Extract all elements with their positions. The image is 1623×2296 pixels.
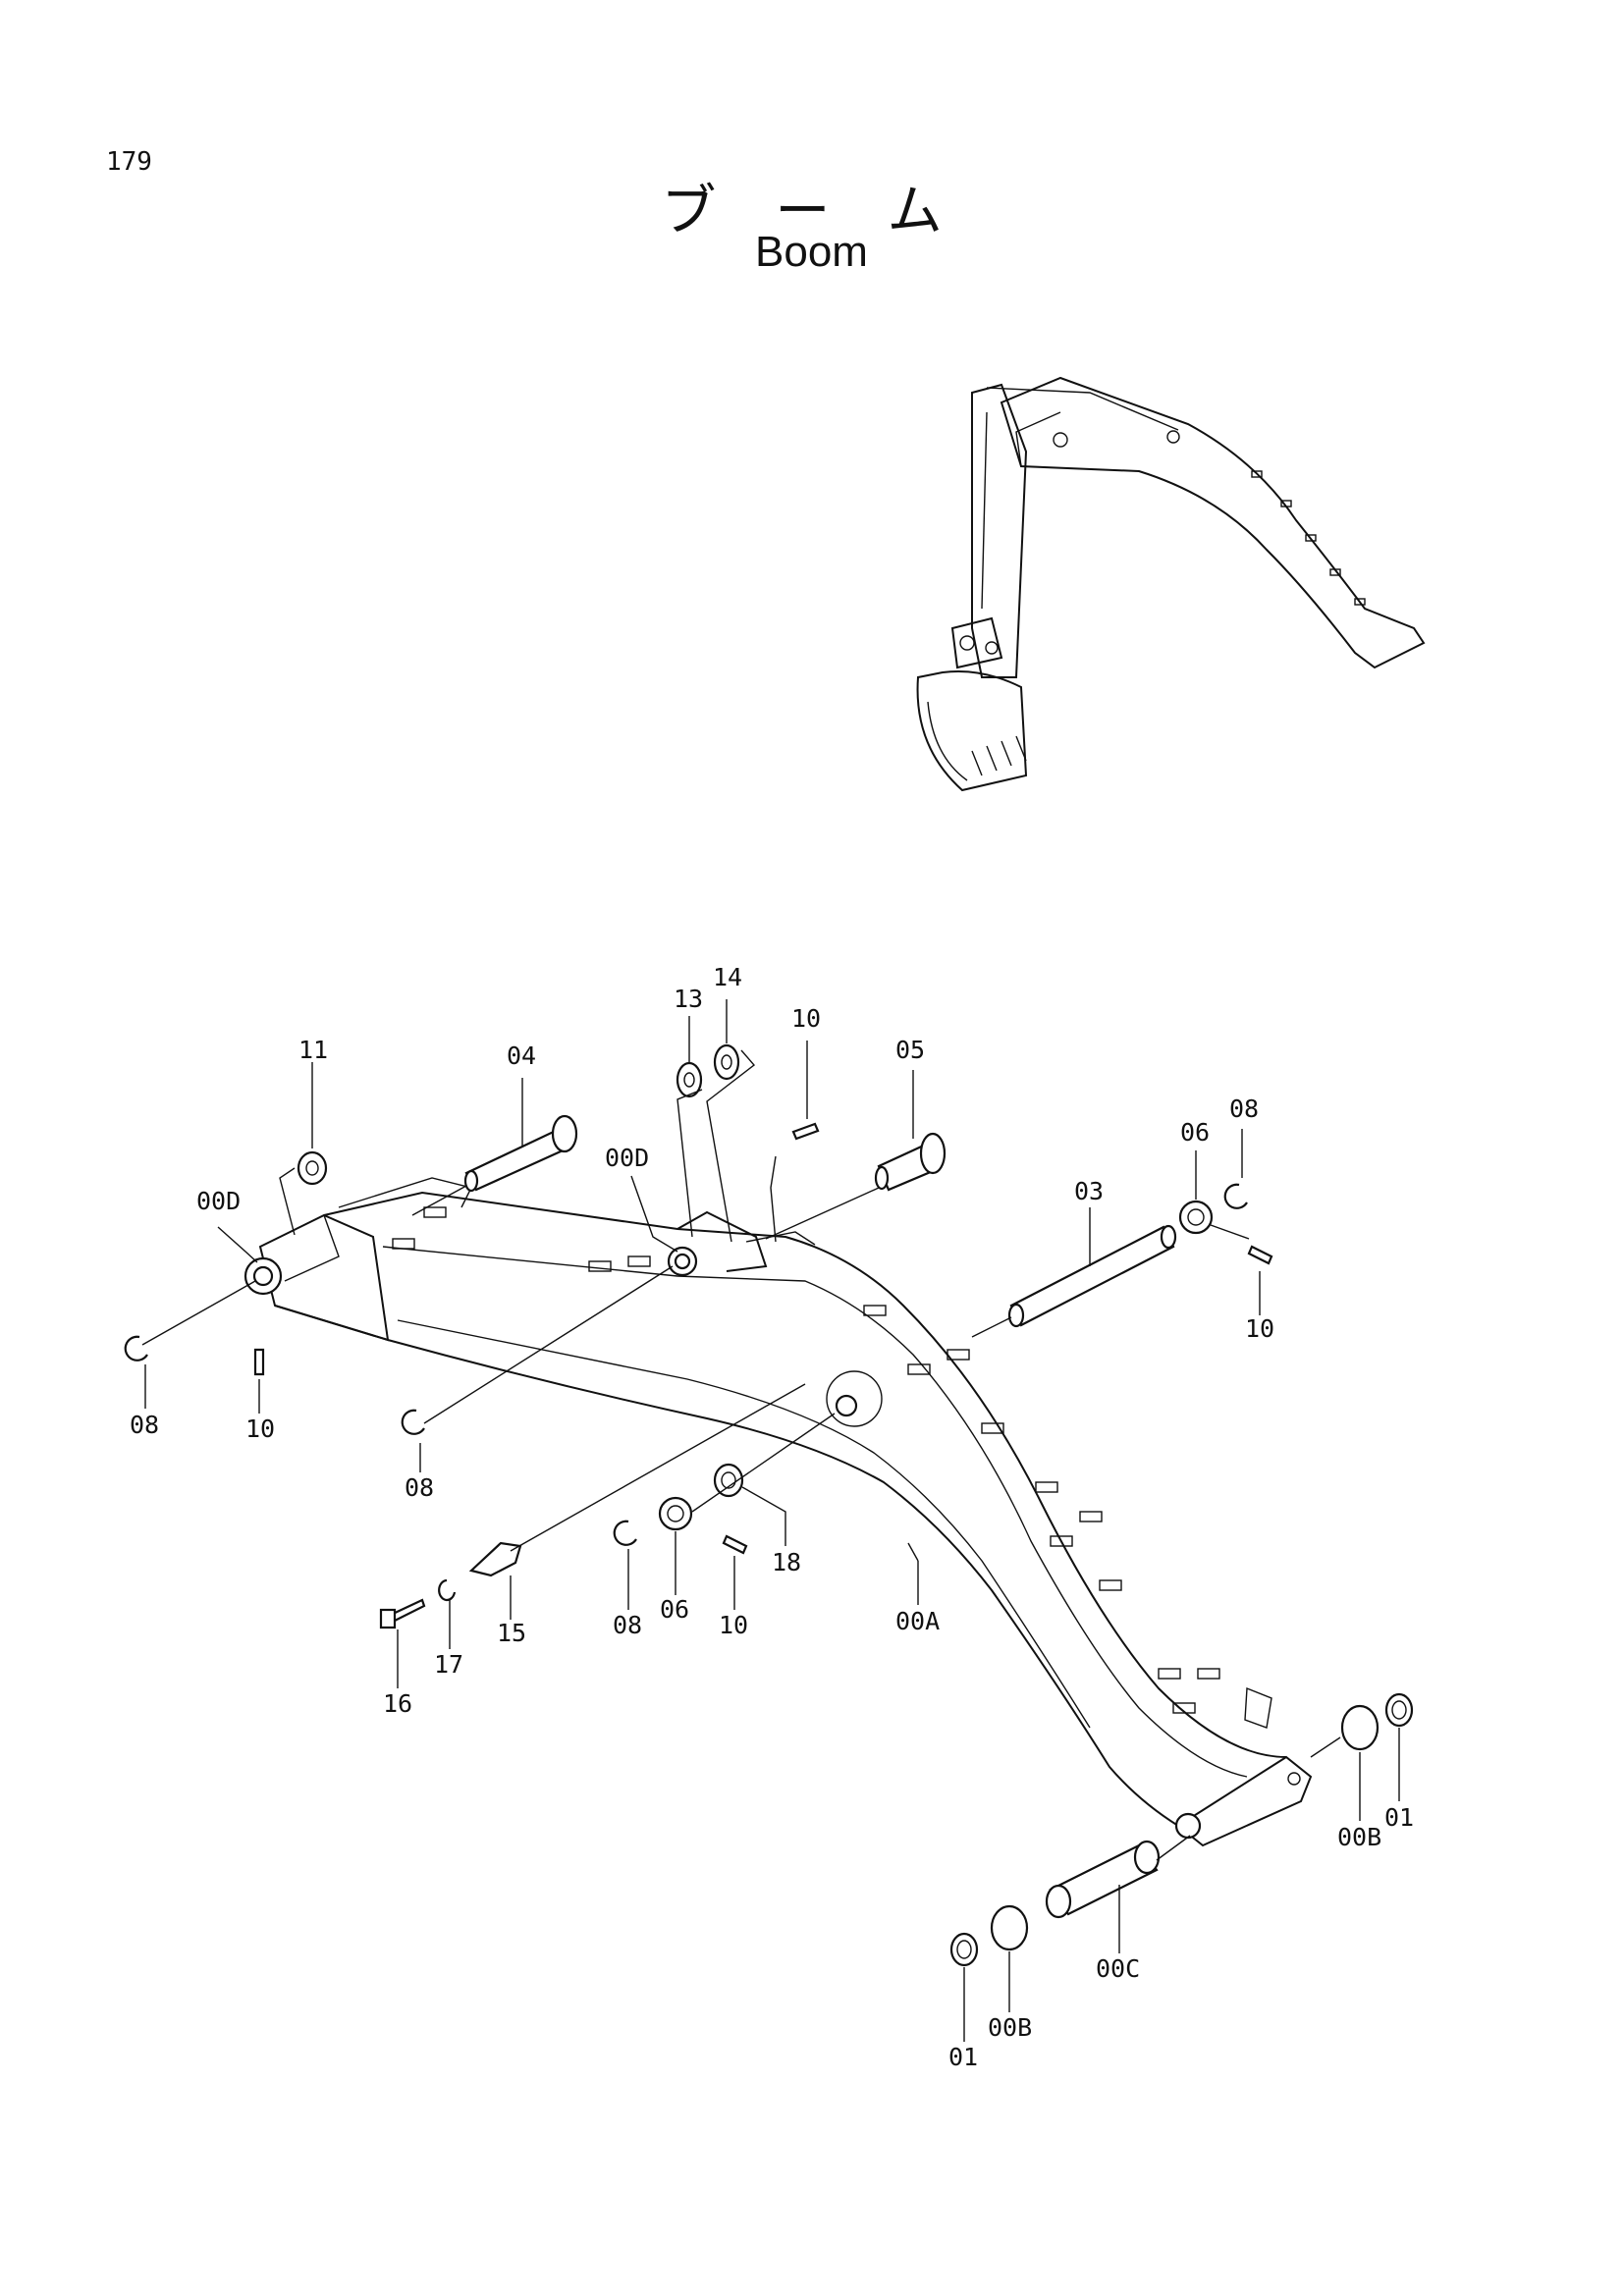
callout-11: 11 [298, 1036, 328, 1064]
seal-01-right [1384, 1692, 1414, 1728]
callout-18: 18 [772, 1548, 801, 1576]
callout-16: 16 [383, 1689, 412, 1718]
callout-08-left: 08 [130, 1411, 159, 1439]
washer-13 [676, 1061, 703, 1098]
spring-pin-10-left [253, 1348, 265, 1376]
washer-11 [297, 1150, 328, 1186]
seal-01-low [949, 1932, 979, 1967]
callout-01-right: 01 [1384, 1803, 1414, 1832]
callout-04: 04 [507, 1041, 536, 1070]
spring-pin-10-top [791, 1122, 820, 1141]
callout-10-low: 10 [719, 1611, 748, 1639]
lock-washer-17 [438, 1578, 457, 1602]
spring-pin-10-right [1247, 1245, 1273, 1265]
callout-00C: 00C [1096, 1954, 1140, 1983]
callout-08-right: 08 [1229, 1095, 1259, 1123]
callout-10-left: 10 [245, 1415, 275, 1443]
callout-03: 03 [1074, 1177, 1104, 1205]
pin-03 [1007, 1224, 1177, 1328]
page-title-japanese: ブーム [661, 180, 1001, 243]
washer-14 [713, 1043, 740, 1081]
boom-structure [243, 1177, 1313, 1847]
plate-15 [468, 1541, 522, 1577]
callout-10-right: 10 [1245, 1314, 1274, 1343]
bushing-00B-right [1340, 1704, 1380, 1751]
snap-ring-08-right [1223, 1183, 1248, 1209]
bushing-18 [713, 1463, 744, 1498]
bolt-16 [379, 1598, 426, 1629]
callout-10-top: 10 [791, 1004, 821, 1033]
callout-06-low: 06 [660, 1595, 689, 1624]
callout-00D-mid: 00D [605, 1144, 649, 1172]
callout-00D-left: 00D [196, 1187, 241, 1215]
snap-ring-08-left [124, 1335, 148, 1362]
snap-ring-08-mid [401, 1409, 425, 1435]
bushing-06-right [1178, 1200, 1214, 1235]
snap-ring-08-low [613, 1520, 637, 1546]
leader-lines [141, 999, 1400, 2042]
excavator-overview-illustration [916, 376, 1426, 792]
callout-08-low: 08 [613, 1611, 642, 1639]
bushing-00C [1045, 1840, 1161, 1919]
pin-04 [463, 1114, 578, 1193]
callout-00A: 00A [895, 1607, 940, 1635]
callout-05: 05 [895, 1036, 925, 1064]
callout-00B-low: 00B [988, 2013, 1032, 2042]
callout-17: 17 [434, 1650, 463, 1679]
callout-08-mid: 08 [405, 1473, 434, 1502]
callout-14: 14 [713, 963, 742, 991]
spring-pin-10-low [722, 1534, 748, 1555]
callout-01-low: 01 [948, 2043, 978, 2071]
callout-06-right: 06 [1180, 1118, 1210, 1147]
page-title-english: Boom [755, 228, 868, 276]
callout-13: 13 [674, 985, 703, 1013]
callout-00B-right: 00B [1337, 1823, 1381, 1851]
page-number: 179 [106, 147, 152, 177]
pin-05 [874, 1132, 947, 1192]
bushing-06-low [658, 1496, 693, 1531]
callout-15: 15 [497, 1619, 526, 1647]
bushing-00B-low [990, 1904, 1029, 1951]
